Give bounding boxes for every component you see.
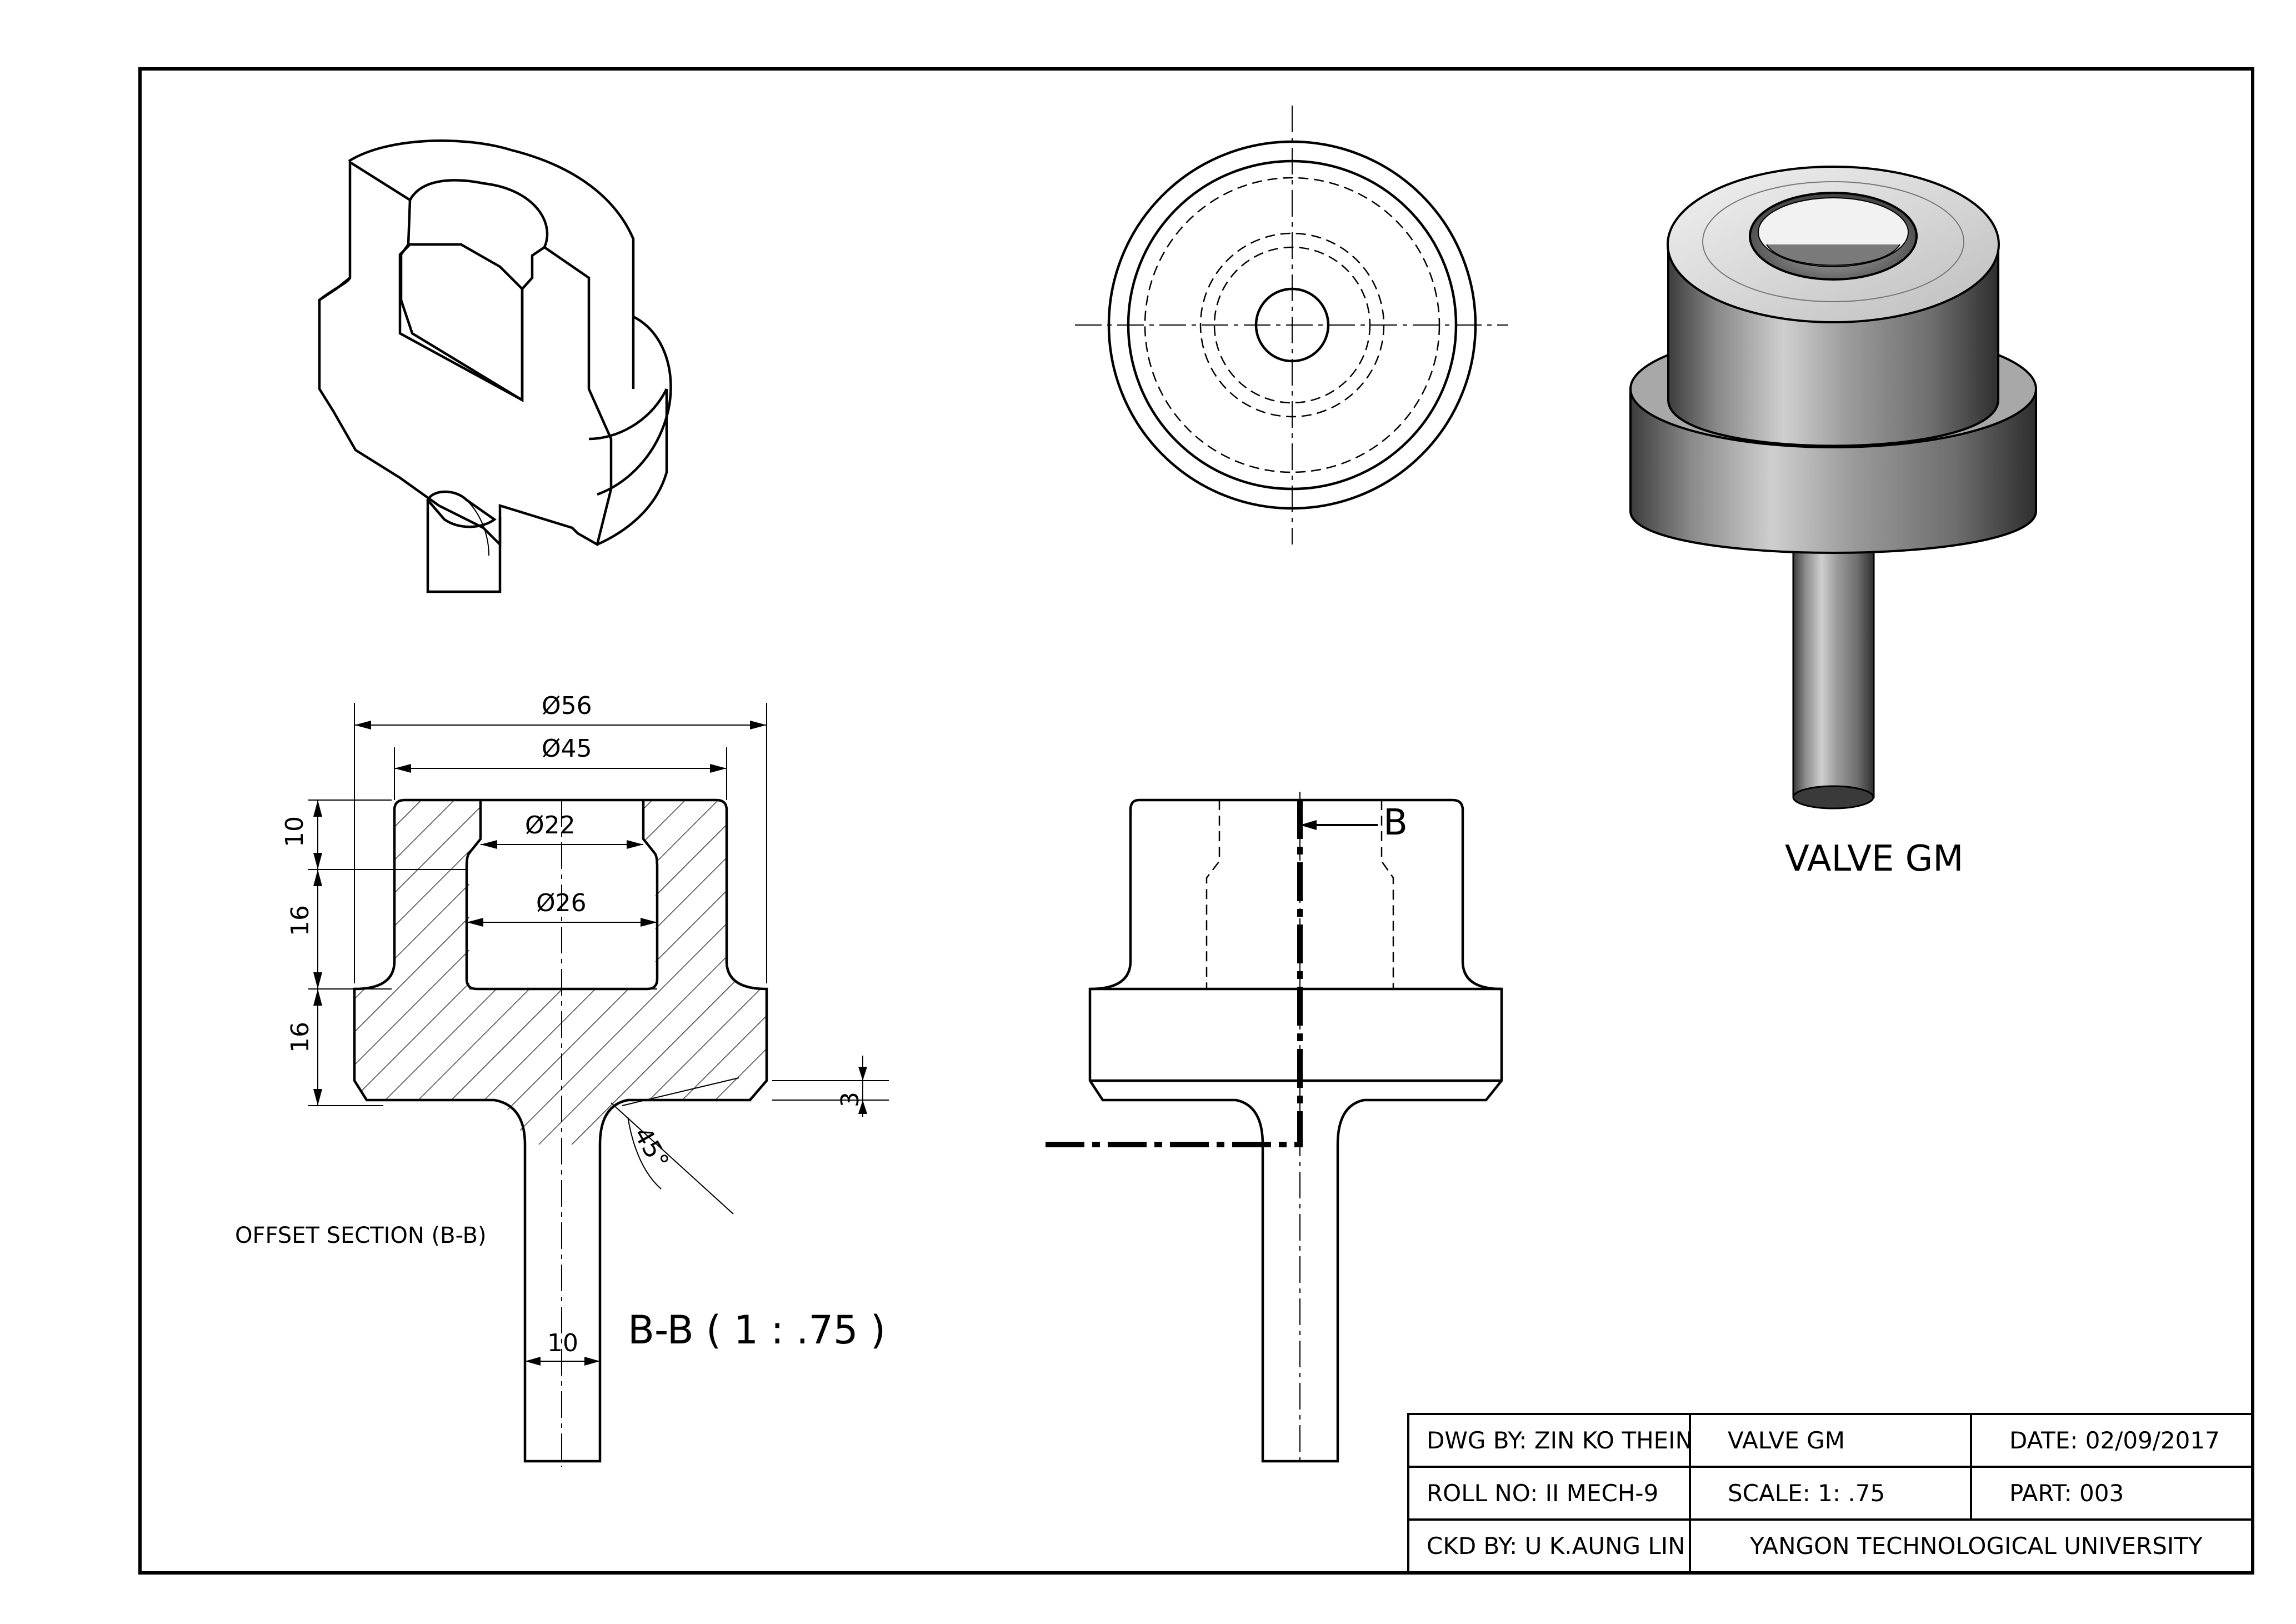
- dim-h16b: 16: [286, 1022, 314, 1053]
- dim-d22: Ø22: [525, 811, 576, 840]
- section-dimensions: [308, 703, 889, 1366]
- front-view: [1044, 792, 1503, 1467]
- section-view-bb: [353, 798, 768, 1467]
- dim-d26: Ø26: [536, 889, 587, 917]
- section-label: B-B ( 1 : .75 ): [628, 1307, 886, 1353]
- tb-scale: SCALE: 1: .75: [1728, 1480, 1885, 1507]
- dim-stem10: 10: [547, 1329, 578, 1357]
- section-note: OFFSET SECTION (B-B): [235, 1223, 487, 1248]
- tb-institution: YANGON TECHNOLOGICAL UNIVERSITY: [1749, 1532, 2203, 1560]
- top-view: [1075, 106, 1508, 544]
- dim-d45: Ø45: [542, 734, 592, 763]
- isometric-section-view: [318, 139, 672, 593]
- dim-h10: 10: [281, 816, 309, 847]
- dim-h16a: 16: [286, 905, 314, 936]
- sheet-border: [138, 67, 2254, 1575]
- tb-roll-no: ROLL NO: II MECH-9: [1427, 1480, 1658, 1507]
- tb-ckd-by: CKD BY: U K.AUNG LIN: [1427, 1532, 1685, 1560]
- dim-h3: 3: [836, 1092, 864, 1107]
- tb-dwg-by: DWG BY: ZIN KO THEIN: [1427, 1427, 1693, 1454]
- tb-part: PART: 003: [2009, 1480, 2124, 1507]
- section-face: [318, 159, 613, 548]
- title-block: [1407, 1413, 2254, 1574]
- rendered-valve-image: [1629, 166, 2037, 809]
- render-title: VALVE GM: [1785, 838, 1963, 880]
- dim-d56: Ø56: [542, 692, 592, 720]
- dim-angle45: 45°: [628, 1122, 674, 1174]
- cutting-plane-label: B: [1383, 802, 1408, 843]
- tb-part-name: VALVE GM: [1728, 1427, 1845, 1454]
- section-body-hatch: [354, 800, 767, 1145]
- tb-date: DATE: 02/09/2017: [2009, 1427, 2220, 1454]
